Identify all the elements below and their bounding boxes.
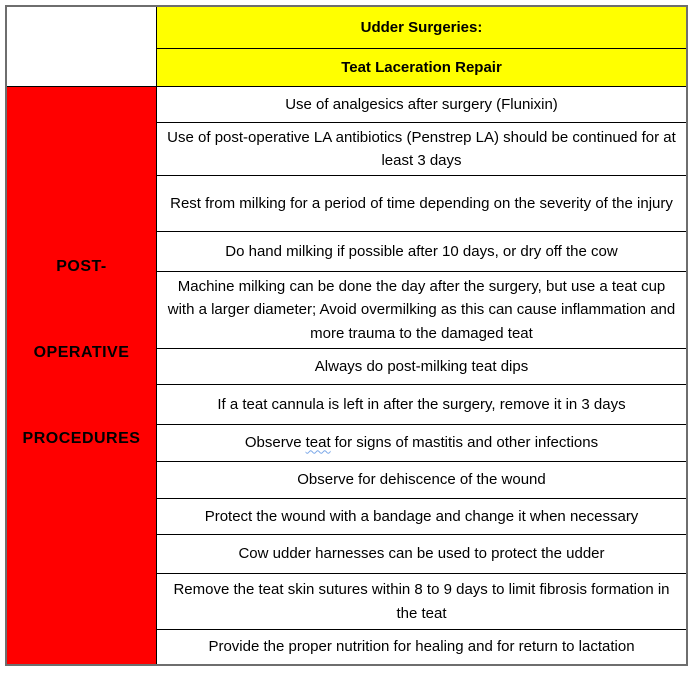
spellcheck-flagged-word: teat: [305, 434, 331, 452]
row-group-label-cell: POST- OPERATIVE PROCEDURES: [7, 87, 156, 664]
corner-empty-cell: [7, 7, 156, 86]
procedure-text: Use of post-operative LA antibiotics (Pe…: [167, 128, 676, 169]
procedure-text: Rest from milking for a period of time d…: [170, 194, 673, 212]
procedure-row: Cow udder harnesses can be used to prote…: [157, 535, 686, 573]
procedure-row: Do hand milking if possible after 10 day…: [157, 232, 686, 271]
procedure-text: Always do post-milking teat dips: [314, 357, 529, 375]
table-title: Udder Surgeries:: [360, 18, 483, 36]
procedure-row: Provide the proper nutrition for healing…: [157, 630, 686, 664]
row-group-label-line: POST-: [56, 258, 107, 275]
procedure-text: Do hand milking if possible after 10 day…: [225, 242, 618, 260]
procedure-row: Use of analgesics after surgery (Flunixi…: [157, 87, 686, 122]
procedure-row: Rest from milking for a period of time d…: [157, 176, 686, 231]
procedure-text: Cow udder harnesses can be used to prote…: [238, 545, 605, 563]
table-subtitle: Teat Laceration Repair: [341, 58, 502, 76]
row-group-label-line: PROCEDURES: [22, 429, 141, 447]
procedure-text: Provide the proper nutrition for healing…: [208, 638, 635, 656]
procedure-row: Remove the teat skin sutures within 8 to…: [157, 574, 686, 629]
procedure-text-post: for signs of mastitis and other infectio…: [334, 434, 599, 452]
post-operative-procedures-table: Udder Surgeries: Teat Laceration Repair …: [5, 5, 688, 666]
procedure-text-pre: Observe: [244, 434, 302, 452]
procedure-row: Protect the wound with a bandage and cha…: [157, 499, 686, 534]
procedure-row: Always do post-milking teat dips: [157, 349, 686, 384]
procedure-text: Machine milking can be done the day afte…: [167, 278, 676, 342]
table-header-subtitle-cell: Teat Laceration Repair: [157, 49, 686, 86]
procedure-text: Use of analgesics after surgery (Flunixi…: [285, 95, 558, 113]
procedure-text: Protect the wound with a bandage and cha…: [204, 507, 639, 525]
row-group-label-line: OPERATIVE: [33, 343, 130, 361]
procedure-row: If a teat cannula is left in after the s…: [157, 385, 686, 424]
procedure-text: If a teat cannula is left in after the s…: [217, 395, 626, 413]
procedure-row: Observe for dehiscence of the wound: [157, 462, 686, 498]
procedure-text: Observe for dehiscence of the wound: [297, 471, 546, 489]
procedure-row: Machine milking can be done the day afte…: [157, 272, 686, 348]
procedure-row: Use of post-operative LA antibiotics (Pe…: [157, 123, 686, 175]
procedure-text: Remove the teat skin sutures within 8 to…: [173, 581, 670, 622]
table-header-title-cell: Udder Surgeries:: [157, 7, 686, 48]
